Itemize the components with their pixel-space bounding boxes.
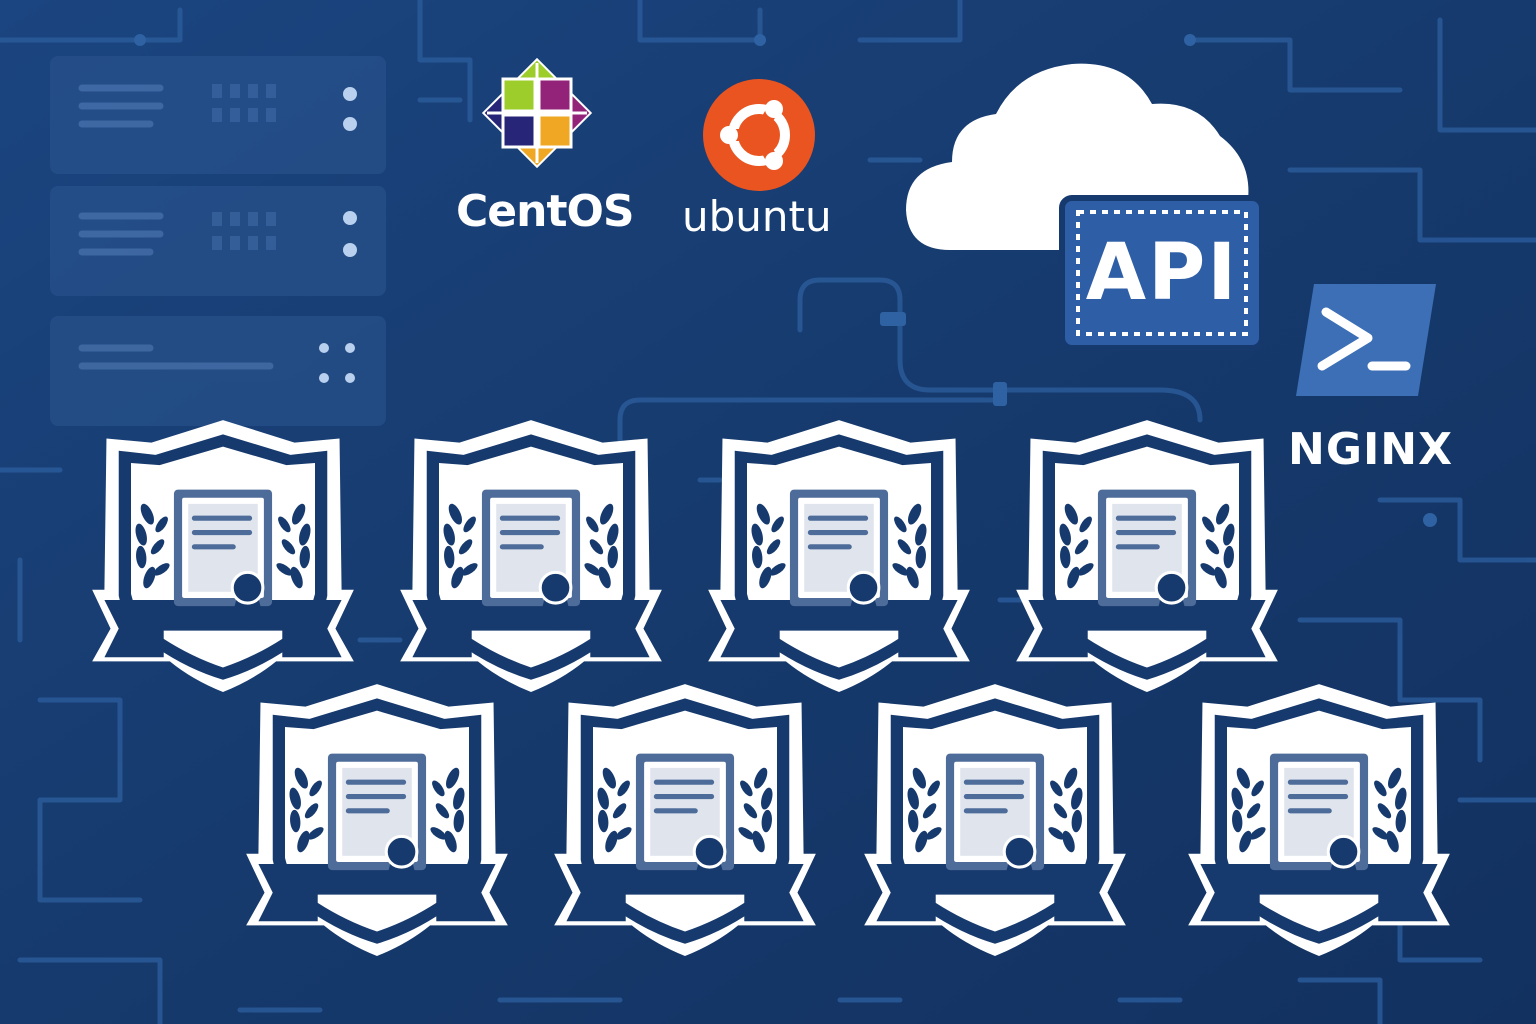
certificate-shield-icon: [398, 416, 664, 692]
ubuntu-logo-icon: [703, 79, 815, 191]
cloud-icon: [906, 63, 1260, 351]
api-label: API: [1085, 228, 1239, 318]
certificate-shield-icon: [552, 680, 818, 956]
certificate-shield-icon: [706, 416, 972, 692]
centos-logo-icon: [482, 58, 592, 168]
certificate-shield-icon: [244, 680, 510, 956]
certificate-shield-icon: [1014, 416, 1280, 692]
server-rack-icon: [50, 56, 386, 426]
ubuntu-label: ubuntu: [682, 192, 832, 241]
powershell-terminal-icon: [1296, 284, 1436, 396]
certificate-shield-icon: [1186, 680, 1452, 956]
centos-label: CentOS: [456, 186, 635, 237]
nginx-label: NGINX: [1288, 424, 1454, 475]
certificate-shield-icon: [862, 680, 1128, 956]
certificate-shield-icon: [90, 416, 356, 692]
